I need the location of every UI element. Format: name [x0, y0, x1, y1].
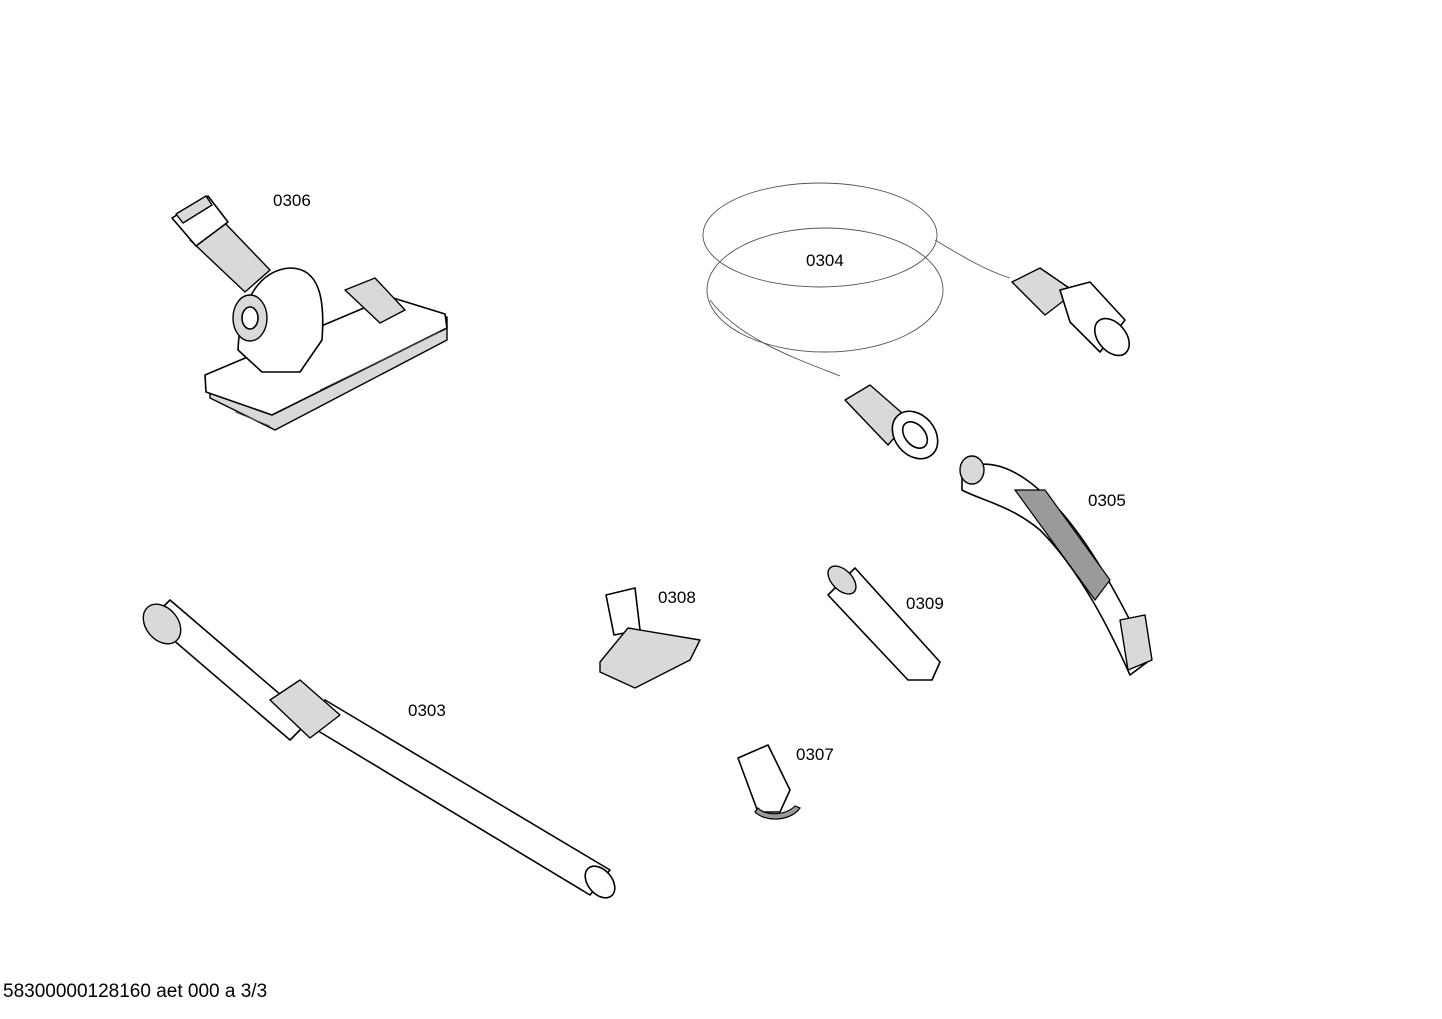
- part-label-0306: 0306: [273, 191, 311, 210]
- upholstery-nozzle-drawing: [599, 587, 701, 689]
- part-label-0304: 0304: [806, 251, 844, 270]
- part-label-0307: 0307: [796, 745, 834, 764]
- handle-drawing: [959, 455, 1153, 676]
- part-label-0309: 0309: [906, 594, 944, 613]
- telescopic-tube-drawing: [142, 599, 616, 899]
- document-id-footer: 58300000128160 aet 000 a 3/3: [3, 981, 268, 1002]
- part-label-0305: 0305: [1088, 491, 1126, 510]
- floor-nozzle-drawing: [171, 195, 448, 431]
- hose-drawing: [702, 182, 1131, 460]
- part-label-0308: 0308: [658, 588, 696, 607]
- brush-nozzle-drawing: [737, 744, 801, 820]
- crevice-nozzle-drawing: [827, 565, 941, 681]
- part-label-0303: 0303: [408, 701, 446, 720]
